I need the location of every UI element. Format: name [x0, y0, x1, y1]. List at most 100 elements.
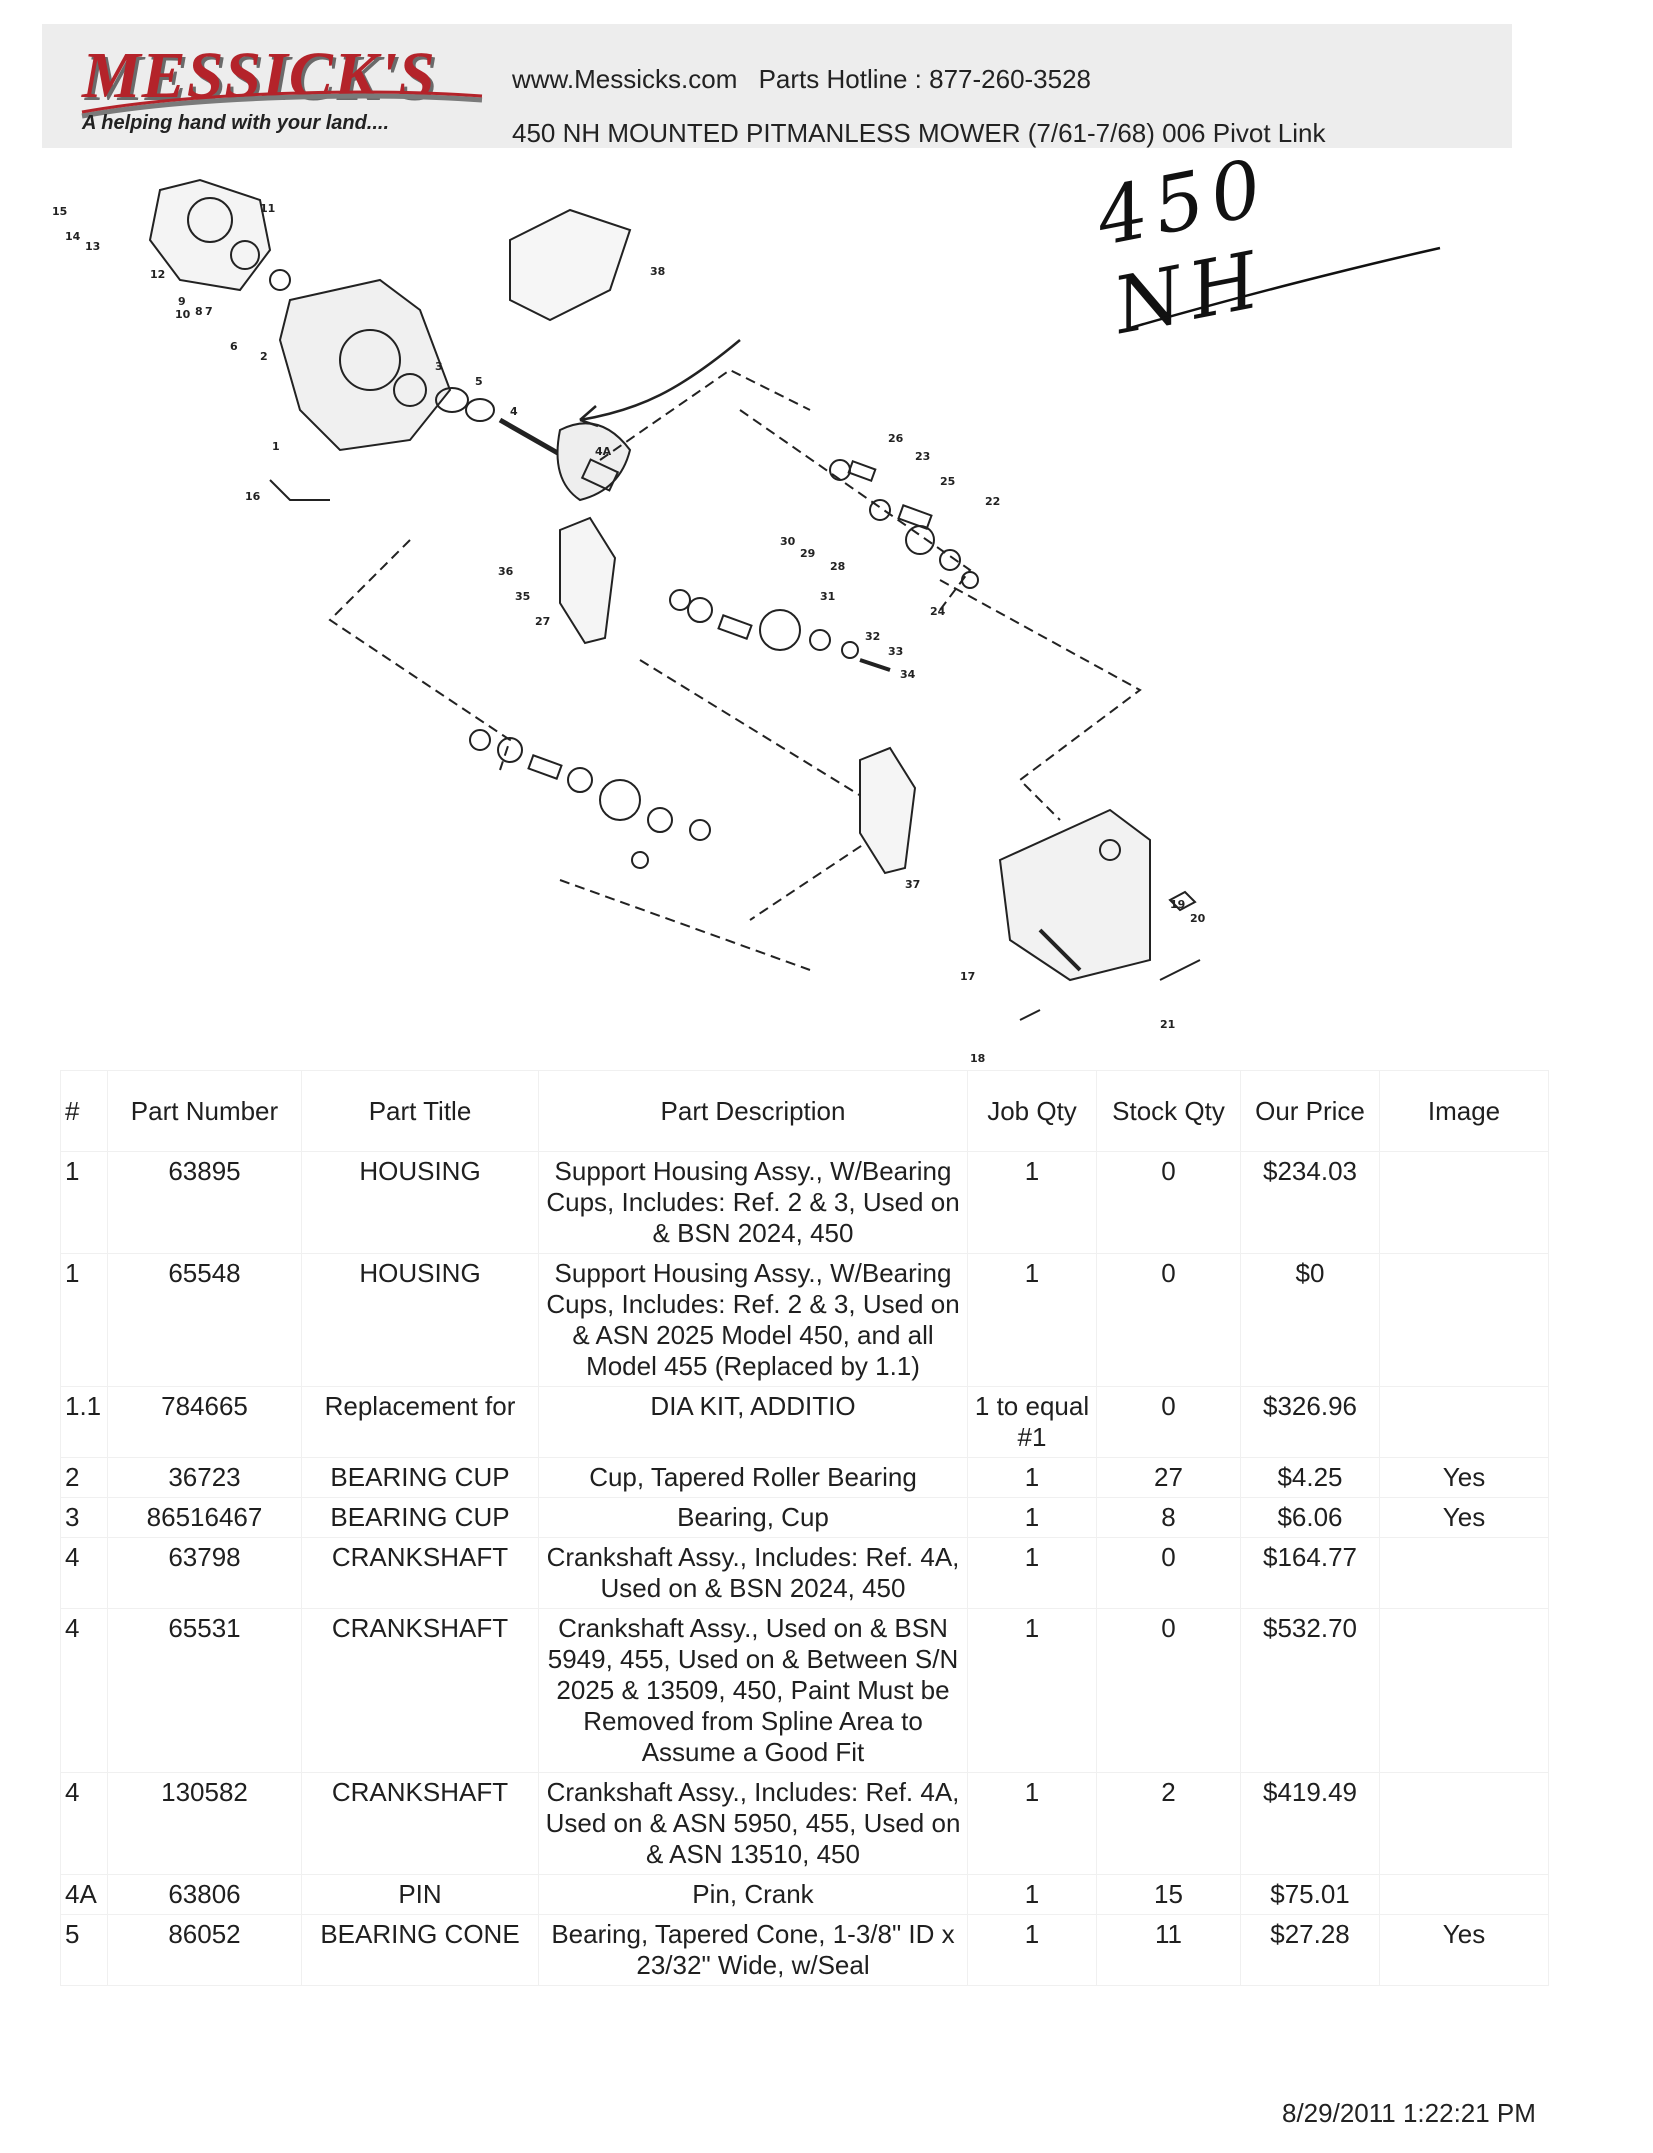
cell-part-number[interactable]: 130582 [107, 1772, 302, 1875]
callout-12: 12 [150, 268, 165, 281]
callout-20: 20 [1190, 912, 1206, 925]
callout-2: 2 [260, 350, 268, 363]
callout-13: 13 [85, 240, 100, 253]
cell-num: 1 [60, 1151, 108, 1254]
callout-11: 11 [260, 202, 275, 215]
contact-line: www.Messicks.com Parts Hotline : 877-260… [512, 64, 1105, 95]
callout-23: 23 [915, 450, 930, 463]
callout-8: 8 [195, 305, 203, 318]
callout-14: 14 [65, 230, 81, 243]
cell-part-title: CRANKSHAFT [301, 1772, 539, 1875]
cell-stock-qty: 0 [1096, 1386, 1241, 1458]
exploded-parts-diagram: 1 2 3 4 4A 5 6 7 8 9 10 11 12 13 14 15 1… [52, 178, 1206, 1065]
cell-image [1379, 1874, 1549, 1915]
cell-job-qty: 1 [967, 1874, 1097, 1915]
logo-swoosh-icon [81, 90, 483, 119]
cell-num: 3 [60, 1497, 108, 1538]
cell-part-title: CRANKSHAFT [301, 1537, 539, 1609]
cell-job-qty: 1 [967, 1608, 1097, 1773]
cell-part-title: HOUSING [301, 1253, 539, 1387]
cell-part-number[interactable]: 63895 [107, 1151, 302, 1254]
cell-stock-qty: 0 [1096, 1151, 1241, 1254]
cell-part-number[interactable]: 65531 [107, 1608, 302, 1773]
cell-part-title: BEARING CUP [301, 1497, 539, 1538]
cell-job-qty: 1 [967, 1253, 1097, 1387]
cell-job-qty: 1 [967, 1537, 1097, 1609]
cell-part-title: Replacement for [301, 1386, 539, 1458]
table-row: 2 36723 BEARING CUP Cup, Tapered Roller … [60, 1457, 1549, 1498]
callout-22: 22 [985, 495, 1000, 508]
cell-image [1379, 1537, 1549, 1609]
cell-job-qty: 1 [967, 1457, 1097, 1498]
cell-image [1379, 1772, 1549, 1875]
cell-our-price: $75.01 [1240, 1874, 1380, 1915]
callout-29: 29 [800, 547, 815, 560]
cell-part-title: BEARING CONE [301, 1914, 539, 1986]
cell-part-description: Bearing, Tapered Cone, 1-3/8" ID x 23/32… [538, 1914, 968, 1986]
cell-num: 4 [60, 1608, 108, 1773]
table-row: 4A 63806 PIN Pin, Crank 1 15 $75.01 [60, 1874, 1549, 1915]
callout-24: 24 [930, 605, 946, 618]
col-header-image: Image [1379, 1070, 1549, 1152]
cell-image [1379, 1151, 1549, 1254]
callout-36: 36 [498, 565, 514, 578]
cell-stock-qty: 0 [1096, 1253, 1241, 1387]
cell-job-qty: 1 to equal #1 [967, 1386, 1097, 1458]
table-row: 5 86052 BEARING CONE Bearing, Tapered Co… [60, 1914, 1549, 1986]
cell-part-number[interactable]: 65548 [107, 1253, 302, 1387]
col-header-part-title: Part Title [301, 1070, 539, 1152]
cell-part-description: Support Housing Assy., W/Bearing Cups, I… [538, 1253, 968, 1387]
cell-stock-qty: 0 [1096, 1608, 1241, 1773]
cell-num: 4A [60, 1874, 108, 1915]
table-row: 4 130582 CRANKSHAFT Crankshaft Assy., In… [60, 1772, 1549, 1875]
callout-15: 15 [52, 205, 67, 218]
callout-28: 28 [830, 560, 845, 573]
print-timestamp: 8/29/2011 1:22:21 PM [1282, 2098, 1536, 2128]
cell-our-price: $6.06 [1240, 1497, 1380, 1538]
cell-part-number[interactable]: 784665 [107, 1386, 302, 1458]
callout-3: 3 [435, 360, 443, 373]
col-header-num: # [60, 1070, 108, 1152]
cell-num: 1 [60, 1253, 108, 1387]
cell-part-number[interactable]: 63798 [107, 1537, 302, 1609]
cell-our-price: $4.25 [1240, 1457, 1380, 1498]
callout-37: 37 [905, 878, 920, 891]
page-header: MESSICK'S A helping hand with your land.… [42, 24, 1512, 148]
callout-19: 19 [1170, 898, 1185, 911]
cell-image [1379, 1608, 1549, 1773]
cell-num: 1.1 [60, 1386, 108, 1458]
cell-image [1379, 1386, 1549, 1458]
callout-18: 18 [970, 1052, 985, 1065]
table-row: 1 65548 HOUSING Support Housing Assy., W… [60, 1253, 1549, 1387]
cell-num: 5 [60, 1914, 108, 1986]
cell-part-description: Crankshaft Assy., Includes: Ref. 4A, Use… [538, 1772, 968, 1875]
website-link[interactable]: www.Messicks.com [512, 64, 738, 94]
page-title: 450 NH MOUNTED PITMANLESS MOWER (7/61-7/… [512, 118, 1326, 148]
callout-26: 26 [888, 432, 904, 445]
cell-our-price: $234.03 [1240, 1151, 1380, 1254]
table-row: 4 63798 CRANKSHAFT Crankshaft Assy., Inc… [60, 1537, 1549, 1609]
col-header-stock-qty: Stock Qty [1096, 1070, 1241, 1152]
cell-job-qty: 1 [967, 1772, 1097, 1875]
callout-7: 7 [205, 305, 213, 318]
cell-our-price: $326.96 [1240, 1386, 1380, 1458]
callout-32: 32 [865, 630, 880, 643]
callout-4a: 4A [595, 445, 612, 458]
table-header-row: # Part Number Part Title Part Descriptio… [60, 1070, 1549, 1152]
handwritten-note: 450 NH [1090, 142, 1470, 352]
table-row: 3 86516467 BEARING CUP Bearing, Cup 1 8 … [60, 1497, 1549, 1538]
cell-part-number[interactable]: 86052 [107, 1914, 302, 1986]
cell-image-link[interactable]: Yes [1379, 1497, 1549, 1538]
table-row: 1.1 784665 Replacement for DIA KIT, ADDI… [60, 1386, 1549, 1458]
cell-part-title: CRANKSHAFT [301, 1608, 539, 1773]
cell-stock-qty: 2 [1096, 1772, 1241, 1875]
cell-image-link[interactable]: Yes [1379, 1457, 1549, 1498]
cell-part-number[interactable]: 36723 [107, 1457, 302, 1498]
cell-part-number[interactable]: 63806 [107, 1874, 302, 1915]
callout-6: 6 [230, 340, 238, 353]
cell-our-price: $164.77 [1240, 1537, 1380, 1609]
cell-part-number[interactable]: 86516467 [107, 1497, 302, 1538]
cell-stock-qty: 11 [1096, 1914, 1241, 1986]
cell-image-link[interactable]: Yes [1379, 1914, 1549, 1986]
cell-part-title: HOUSING [301, 1151, 539, 1254]
